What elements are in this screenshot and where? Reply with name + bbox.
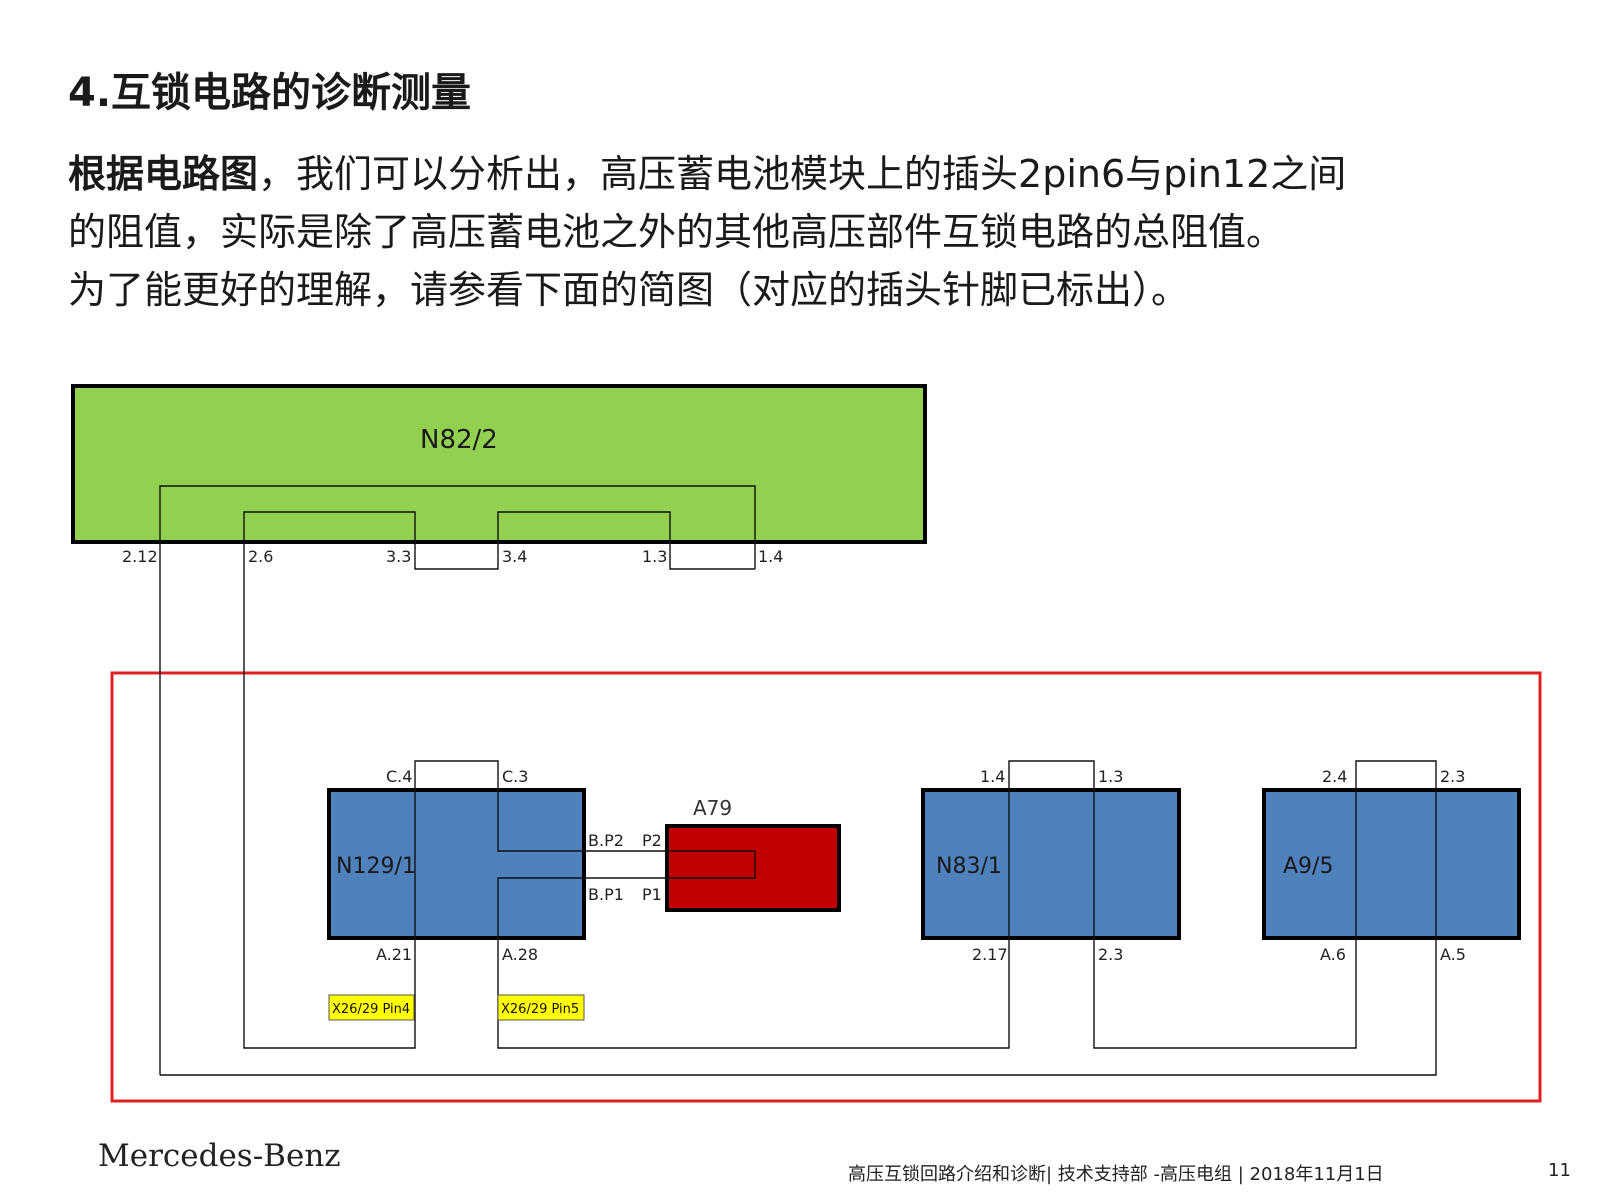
pin-label: C.4 <box>386 767 412 786</box>
module-n129-1-label: N129/1 <box>336 854 416 879</box>
loop-wire <box>584 850 756 879</box>
loop-wire <box>243 511 755 570</box>
paragraph-line-1-rest: ，我们可以分析出，高压蓄电池模块上的插头2pin6与pin12之间 <box>258 152 1347 196</box>
pin-label: C.3 <box>502 767 528 786</box>
pin-label: 2.12 <box>122 547 158 566</box>
module-a9-5-label: A9/5 <box>1283 854 1333 879</box>
module-a79-label: A79 <box>693 796 732 820</box>
pin-label: B.P2 <box>588 831 624 850</box>
paragraph-line-1: 根据电路图，我们可以分析出，高压蓄电池模块上的插头2pin6与pin12之间 <box>68 145 1548 203</box>
connector-x26-29-pin4 <box>328 994 415 1021</box>
loop-wire <box>243 569 584 1049</box>
module-n82-2 <box>71 384 927 544</box>
pin-label: 1.3 <box>1098 767 1123 786</box>
module-a9-5 <box>1262 788 1521 940</box>
pin-label: 3.3 <box>386 547 411 566</box>
pin-label: 2.17 <box>972 945 1008 964</box>
module-n83-1 <box>921 788 1181 940</box>
pin-label: 1.3 <box>642 547 667 566</box>
pin-label: 2.6 <box>248 547 273 566</box>
pin-label: A.21 <box>376 945 412 964</box>
highlight-region <box>110 671 1542 1103</box>
pin-labels: 2.12 2.6 3.3 3.4 1.3 1.4 C.4 C.3 B.P2 B.… <box>122 547 1466 964</box>
pin-label: 2.4 <box>1322 767 1347 786</box>
connector-x26-29-pin4-label: X26/29 Pin4 <box>332 1002 410 1017</box>
pin-label: 3.4 <box>502 547 527 566</box>
pin-label: P1 <box>642 885 662 904</box>
pin-label: 2.3 <box>1098 945 1123 964</box>
intro-paragraph: 根据电路图，我们可以分析出，高压蓄电池模块上的插头2pin6与pin12之间 的… <box>68 145 1548 319</box>
pin-label: 1.4 <box>758 547 783 566</box>
module-n83-1-label: N83/1 <box>936 854 1002 879</box>
paragraph-line-2: 的阻值，实际是除了高压蓄电池之外的其他高压部件互锁电路的总阻值。 <box>68 210 1285 254</box>
connector-x26-29-pin5-label: X26/29 Pin5 <box>501 1002 579 1017</box>
pin-label: 2.3 <box>1440 767 1465 786</box>
pin-label: B.P1 <box>588 885 624 904</box>
pin-label: P2 <box>642 831 662 850</box>
module-n82-2-label: N82/2 <box>420 425 498 455</box>
pin-label: A.28 <box>502 945 538 964</box>
interlock-wiring <box>159 485 1437 1076</box>
paragraph-lead: 根据电路图 <box>68 152 259 196</box>
module-a79 <box>665 824 841 912</box>
pin-label: A.6 <box>1320 945 1346 964</box>
module-n129-1 <box>327 788 586 940</box>
connector-x26-29-pin5 <box>497 994 585 1021</box>
slide-heading: 4.互锁电路的诊断测量 <box>68 70 472 116</box>
paragraph-line-3: 为了能更好的理解，请参看下面的简图（对应的插头针脚已标出）。 <box>68 268 1190 312</box>
pin-label: A.5 <box>1440 945 1466 964</box>
page-number: 11 <box>1548 1160 1571 1181</box>
loop-wire <box>159 485 756 1075</box>
brand-wordmark: Mercedes-Benz <box>98 1138 341 1174</box>
pin-label: 1.4 <box>980 767 1005 786</box>
footer-text: 高压互锁回路介绍和诊断| 技术支持部 -高压电组 | 2018年11月1日 <box>848 1164 1384 1185</box>
